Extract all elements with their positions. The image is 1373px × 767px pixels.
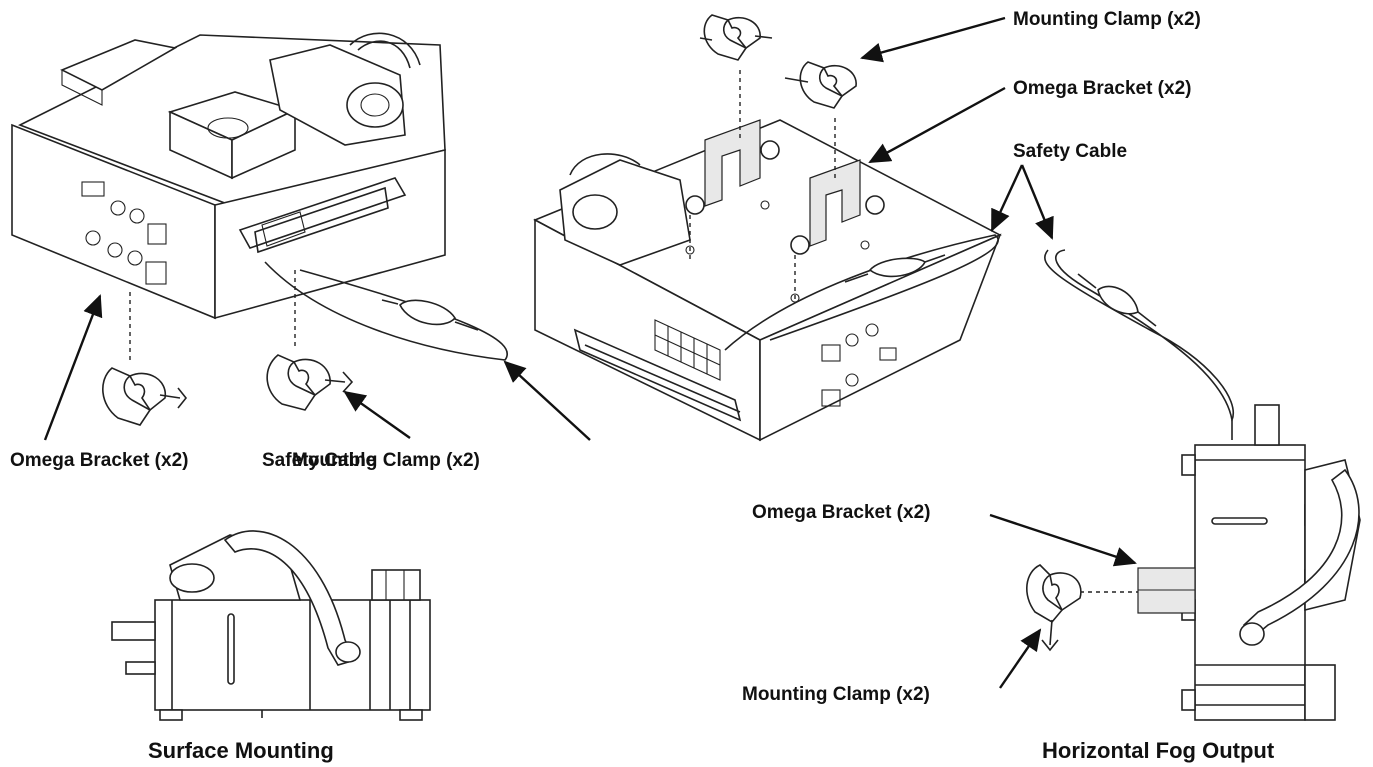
label-left-omega-bracket: Omega Bracket (x2)	[10, 450, 188, 471]
arrow-right-mounting-clamp	[999, 628, 1042, 689]
safety-cable-loop	[1044, 249, 1235, 440]
caption-surface-mounting: Surface Mounting	[148, 738, 334, 763]
mounting-clamp-icon	[266, 354, 354, 411]
mounting-clamp-icon	[1026, 564, 1082, 652]
caption-horizontal-fog-output: Horizontal Fog Output	[1042, 738, 1275, 763]
arrow-top-mounting-clamp	[860, 16, 1006, 63]
arrow-left-mounting-clamp	[343, 390, 411, 439]
fog-machine-inverted-left	[11, 32, 508, 426]
arrow-top-omega-bracket	[868, 86, 1006, 164]
fog-machine-horizontal	[1026, 404, 1361, 721]
label-top-mounting-clamp: Mounting Clamp (x2)	[1013, 9, 1201, 30]
fog-machine-surface	[111, 530, 431, 721]
arrow-top-safety-cable-2	[1020, 164, 1054, 240]
label-top-safety-cable: Safety Cable	[1013, 141, 1127, 162]
arrow-left-omega-bracket	[43, 294, 103, 441]
label-right-mounting-clamp: Mounting Clamp (x2)	[742, 684, 930, 705]
label-left-mounting-clamp: Mounting Clamp (x2)	[292, 450, 480, 471]
arrow-right-omega-bracket	[989, 513, 1137, 567]
label-left-safety-cable: Safety Cable	[262, 450, 376, 471]
label-top-omega-bracket: Omega Bracket (x2)	[1013, 78, 1191, 99]
mounting-clamp-icon	[784, 61, 857, 109]
arrow-left-safety-cable	[503, 360, 591, 441]
vent-grid	[654, 319, 721, 381]
mounting-clamp-icon	[699, 14, 773, 61]
label-right-omega-bracket: Omega Bracket (x2)	[752, 502, 930, 523]
mounting-clamp-icon	[102, 367, 188, 426]
arrow-top-safety-cable-1	[990, 164, 1024, 232]
fog-machine-inverted-center	[533, 14, 1002, 442]
